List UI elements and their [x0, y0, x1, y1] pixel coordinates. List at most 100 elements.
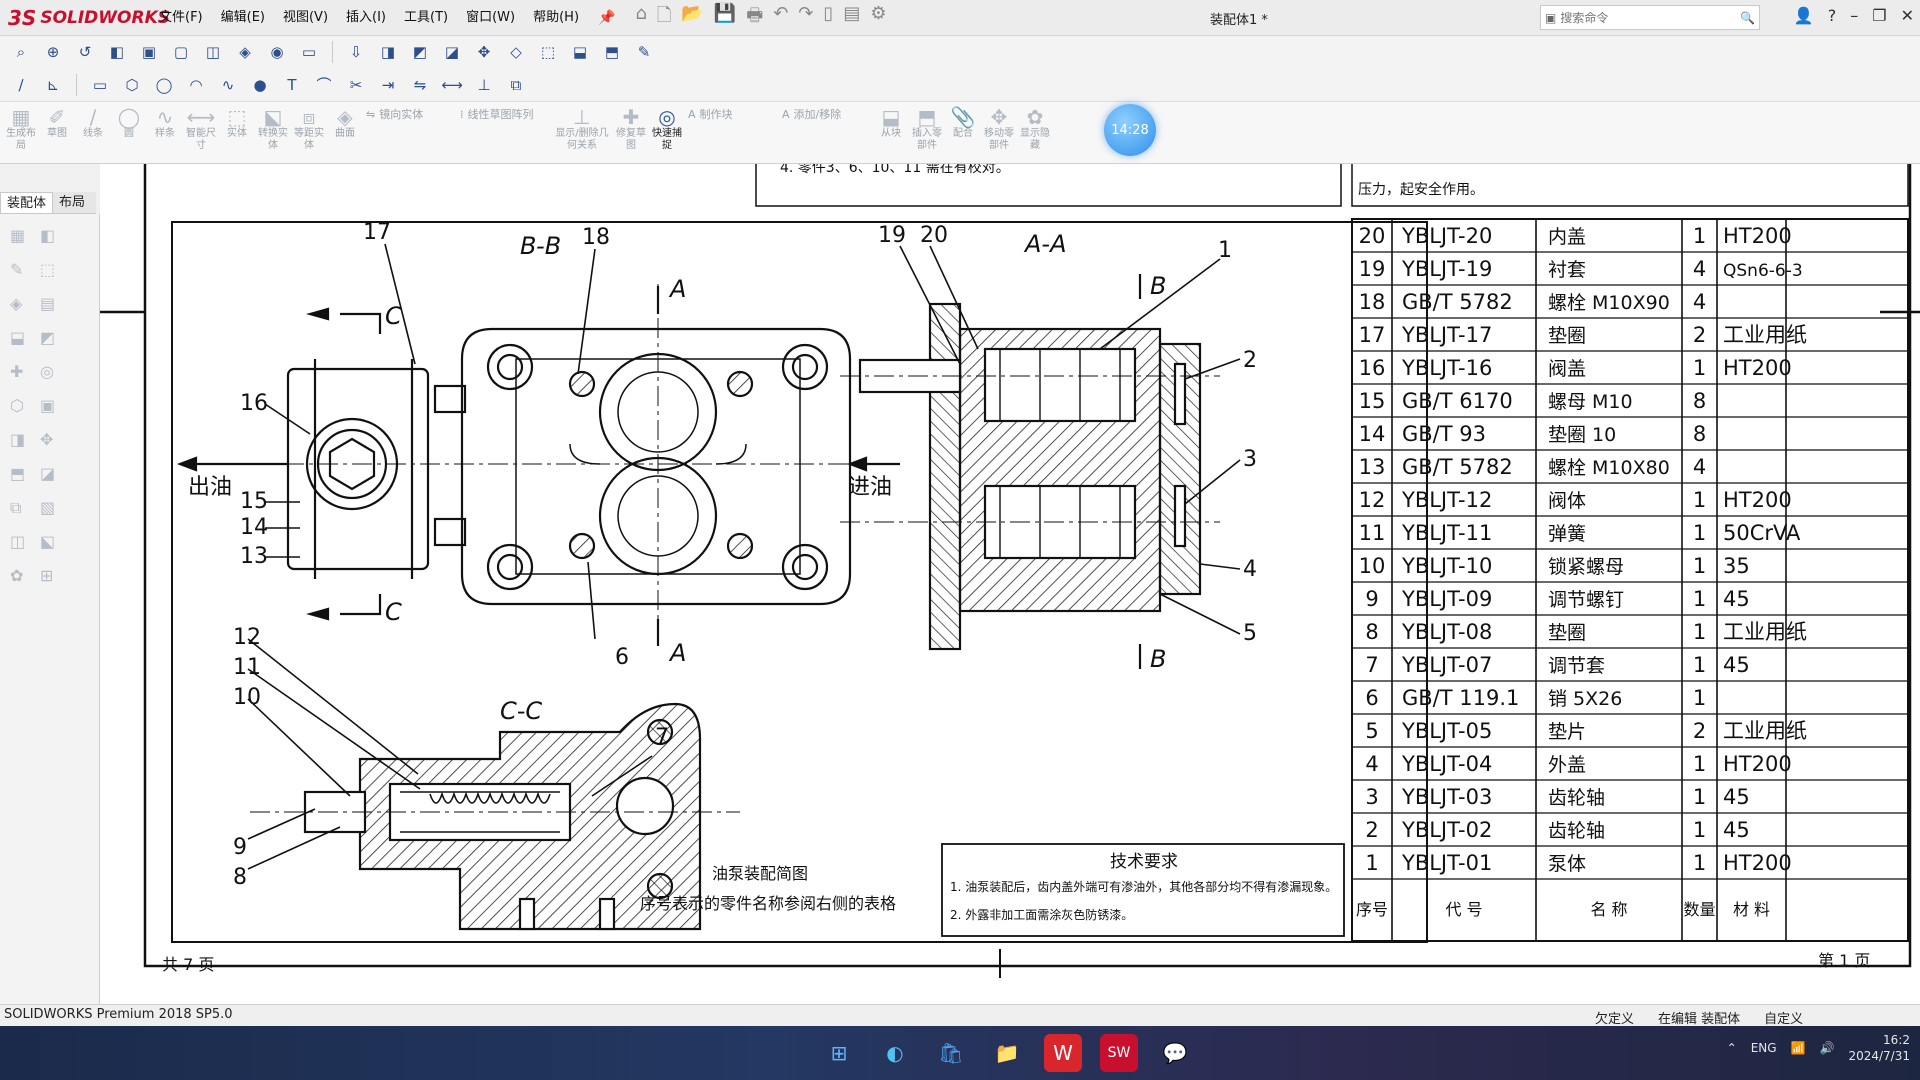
palette-tool-icon[interactable]: ⬡	[10, 396, 24, 415]
print-icon[interactable]: 🖶	[746, 4, 764, 26]
menu-view[interactable]: 视图(V)	[282, 9, 329, 25]
measure-icon[interactable]: ✎	[637, 43, 651, 61]
palette-tool-icon[interactable]: ◪	[40, 464, 56, 483]
cmd-mate[interactable]: 📎配合	[950, 105, 976, 139]
point-tool-icon[interactable]: ●	[253, 75, 267, 94]
cmd-sketch[interactable]: ✐草图	[47, 105, 67, 139]
cmd-quick-snaps[interactable]: ◎快速捕捉	[652, 105, 682, 151]
block-tool-icon[interactable]: ⧉	[510, 75, 522, 94]
cmd-show-hidden[interactable]: ✿显示隐藏	[1020, 105, 1050, 151]
menu-tools[interactable]: 工具(T)	[404, 9, 449, 25]
show-hidden-icon[interactable]: ◇	[510, 43, 522, 61]
options-gear-icon[interactable]: ⚙	[870, 2, 887, 24]
view-orientation-icon[interactable]: ▣	[141, 43, 157, 61]
pin-icon[interactable]: 📌	[598, 9, 616, 26]
palette-tool-icon[interactable]: ◧	[40, 226, 56, 245]
cmd-surface[interactable]: ◈曲面	[335, 105, 355, 139]
recording-timer[interactable]: 14:28	[1104, 104, 1156, 156]
cmd-linear-sketch-pattern[interactable]: ⁞线性草图阵列	[460, 107, 534, 122]
palette-tool-icon[interactable]: ◩	[40, 328, 56, 347]
circle-tool-icon[interactable]: ◯	[155, 75, 173, 94]
display-style-icon[interactable]: ▢	[173, 43, 189, 61]
previous-view-icon[interactable]: ↺	[78, 43, 92, 61]
insert-component-icon[interactable]: ⇩	[349, 43, 363, 61]
view-settings-icon[interactable]: ▭	[301, 43, 317, 61]
centerline-icon[interactable]: ⊾	[46, 75, 60, 94]
undo-icon[interactable]: ↶	[773, 2, 789, 24]
solidworks-taskbar-icon[interactable]: SW	[1100, 1034, 1138, 1072]
graphics-area[interactable]: 4. 零件3、6、10、11 需在有校对。 压力，起安全作用。	[100, 164, 1920, 1004]
spline-tool-icon[interactable]: ∿	[221, 75, 235, 94]
trim-tool-icon[interactable]: ✂	[349, 75, 363, 94]
palette-tool-icon[interactable]: ✚	[10, 362, 24, 381]
palette-tool-icon[interactable]: ⊞	[40, 566, 54, 585]
palette-tool-icon[interactable]: ▤	[40, 294, 56, 313]
redo-icon[interactable]: ↷	[798, 2, 814, 24]
chat-app-icon[interactable]: 💬	[1162, 1041, 1188, 1065]
wps-office-icon[interactable]: W	[1044, 1034, 1082, 1072]
zoom-area-icon[interactable]: ⊕	[46, 43, 60, 61]
cmd-move-component[interactable]: ✥移动零部件	[984, 105, 1014, 151]
palette-tool-icon[interactable]: ▦	[10, 226, 26, 245]
minimize-button[interactable]: –	[1850, 6, 1859, 25]
palette-tool-icon[interactable]: ◎	[40, 362, 54, 381]
move-component-icon[interactable]: ✥	[477, 43, 491, 61]
cmd-repair-sketch[interactable]: ✚修复草图	[616, 105, 646, 151]
palette-tool-icon[interactable]: ✎	[10, 260, 24, 279]
menu-help[interactable]: 帮助(H)	[533, 9, 580, 25]
sketch-line-icon[interactable]: ∕	[18, 75, 24, 94]
text-tool-icon[interactable]: T	[287, 75, 297, 94]
start-windows-icon[interactable]: ⊞	[830, 1041, 848, 1065]
palette-tool-icon[interactable]: ✿	[10, 566, 24, 585]
palette-tool-icon[interactable]: ✥	[40, 430, 54, 449]
reference-geometry-icon[interactable]: ⬓	[572, 43, 588, 61]
cmd-convert-entities[interactable]: ⬕转换实体	[258, 105, 288, 151]
palette-tool-icon[interactable]: ⬕	[40, 532, 56, 551]
cmd-from-block[interactable]: ⬓从块	[881, 105, 901, 139]
search-input[interactable]	[1560, 10, 1741, 25]
assembly-features-icon[interactable]: ⬚	[540, 43, 556, 61]
open-icon[interactable]: 📂	[681, 2, 704, 24]
cmd-entity[interactable]: ⬚实体	[227, 105, 247, 139]
new-document-icon[interactable]: 🗋	[656, 4, 672, 26]
mirror-tool-icon[interactable]: ⇋	[413, 75, 427, 94]
search-commands[interactable]: ▣ 🔍	[1540, 5, 1760, 30]
palette-tool-icon[interactable]: ⬒	[10, 464, 26, 483]
tab-layout[interactable]: 布局	[59, 195, 86, 210]
cmd-circle[interactable]: ◯圆	[117, 105, 141, 139]
edge-browser-icon[interactable]: ◐	[886, 1041, 904, 1065]
hide-show-icon[interactable]: ◫	[205, 43, 221, 61]
fillet-tool-icon[interactable]: ⌒	[316, 76, 332, 94]
tab-assembly[interactable]: 装配体	[0, 192, 54, 213]
palette-tool-icon[interactable]: ⧉	[10, 498, 22, 517]
new-motion-study-icon[interactable]: ⬒	[604, 43, 620, 61]
palette-tool-icon[interactable]: ◈	[10, 294, 23, 313]
wifi-icon[interactable]: 📶	[1790, 1041, 1806, 1055]
palette-tool-icon[interactable]: ◫	[10, 532, 26, 551]
solidworks-logo[interactable]: 3S SOLIDWORKS	[0, 6, 170, 30]
apply-scene-icon[interactable]: ◉	[270, 43, 284, 61]
help-button[interactable]: ?	[1827, 6, 1837, 25]
store-icon[interactable]: 🛍	[938, 1041, 964, 1065]
user-icon[interactable]: 👤	[1793, 6, 1814, 25]
linear-pattern-icon[interactable]: ◩	[412, 43, 428, 61]
home-icon[interactable]: ⌂	[635, 2, 647, 24]
relations-tool-icon[interactable]: ⊥	[477, 75, 491, 94]
select-icon[interactable]: ▯	[823, 2, 834, 24]
cmd-display-delete-relations[interactable]: ⊥显示/删除几何关系	[555, 105, 609, 151]
arc-tool-icon[interactable]: ◠	[189, 75, 203, 94]
menu-edit[interactable]: 编辑(E)	[220, 9, 265, 25]
palette-tool-icon[interactable]: ⬚	[40, 260, 56, 279]
menu-window[interactable]: 窗口(W)	[466, 9, 516, 25]
smart-fasteners-icon[interactable]: ◪	[444, 43, 460, 61]
volume-icon[interactable]: 🔊	[1819, 1041, 1835, 1055]
zoom-to-fit-icon[interactable]: ⌕	[16, 43, 26, 61]
file-properties-icon[interactable]: ▤	[843, 2, 861, 24]
close-button[interactable]: ✕	[1900, 6, 1914, 25]
save-icon[interactable]: 💾	[713, 2, 737, 24]
cmd-create-layout[interactable]: ▦生成布局	[6, 105, 36, 151]
restore-button[interactable]: ❐	[1872, 6, 1887, 25]
cmd-insert-component[interactable]: ⬒插入零部件	[912, 105, 942, 151]
